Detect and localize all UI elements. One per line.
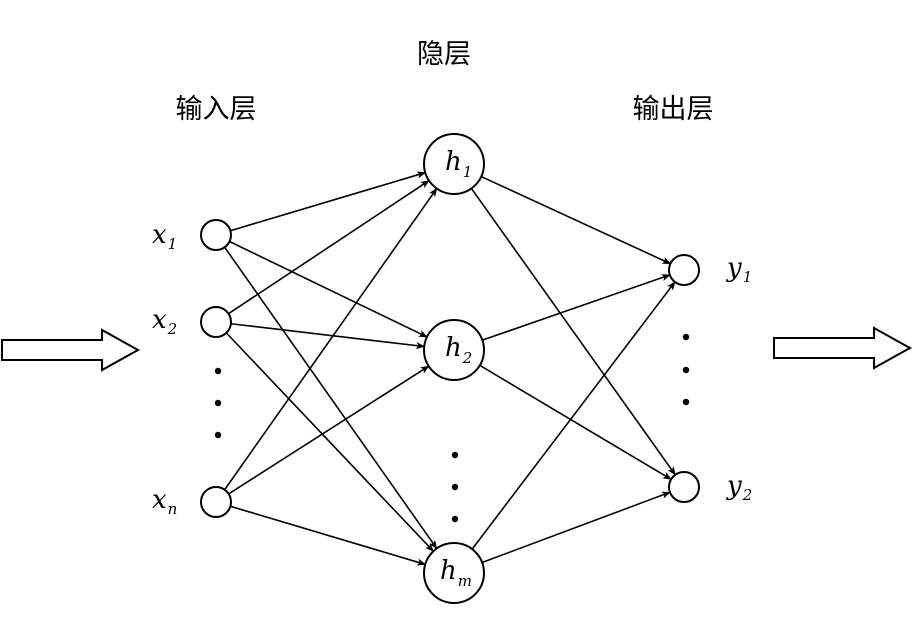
- edge-hidden3-output2: [481, 491, 671, 564]
- input-label-n: xn: [152, 485, 177, 518]
- edge-hidden1-output1: [480, 175, 672, 265]
- edge-input1-hidden1: [230, 171, 427, 232]
- hidden-node-2: [423, 319, 485, 381]
- input-ellipsis: [214, 367, 222, 439]
- edge-input2-hidden2: [230, 322, 426, 350]
- output-node-1: [668, 254, 700, 286]
- hidden-label-m: hm: [440, 556, 472, 590]
- edge-input2-hidden3: [225, 332, 434, 552]
- output-node-2: [668, 471, 700, 503]
- hidden-ellipsis: [451, 451, 459, 523]
- input-node-2: [200, 306, 232, 338]
- input-node-n: [200, 486, 232, 518]
- input-arrow: [1, 328, 141, 372]
- hidden-layer-title: 隐层: [417, 39, 471, 70]
- hidden-label-1: h1: [445, 147, 472, 181]
- input-layer-title: 输入层: [176, 94, 257, 125]
- input-label-1: x1: [152, 220, 177, 253]
- output-layer-title: 输出层: [633, 94, 714, 125]
- input-label-2: x2: [152, 305, 177, 338]
- output-arrow: [773, 326, 913, 370]
- hidden-label-2: h2: [445, 333, 472, 367]
- edge-input3-hidden2: [228, 365, 430, 495]
- edge-hidden1-output2: [470, 187, 676, 476]
- hidden-node-m: [423, 542, 485, 604]
- output-label-1: y1: [726, 253, 752, 286]
- edge-hidden2-output2: [479, 364, 672, 481]
- output-ellipsis: [682, 333, 690, 406]
- edge-input1-hidden2: [229, 240, 428, 338]
- output-label-2: y2: [726, 471, 752, 504]
- edge-hidden2-output1: [482, 274, 671, 341]
- hidden-node-1: [423, 133, 485, 195]
- edge-input1-hidden3: [223, 246, 438, 550]
- connections: [223, 171, 676, 566]
- edge-hidden3-output1: [471, 281, 676, 550]
- input-node-1: [200, 219, 232, 251]
- edge-input3-hidden1: [223, 187, 438, 491]
- edge-input2-hidden1: [228, 179, 430, 315]
- edge-input3-hidden3: [230, 505, 427, 566]
